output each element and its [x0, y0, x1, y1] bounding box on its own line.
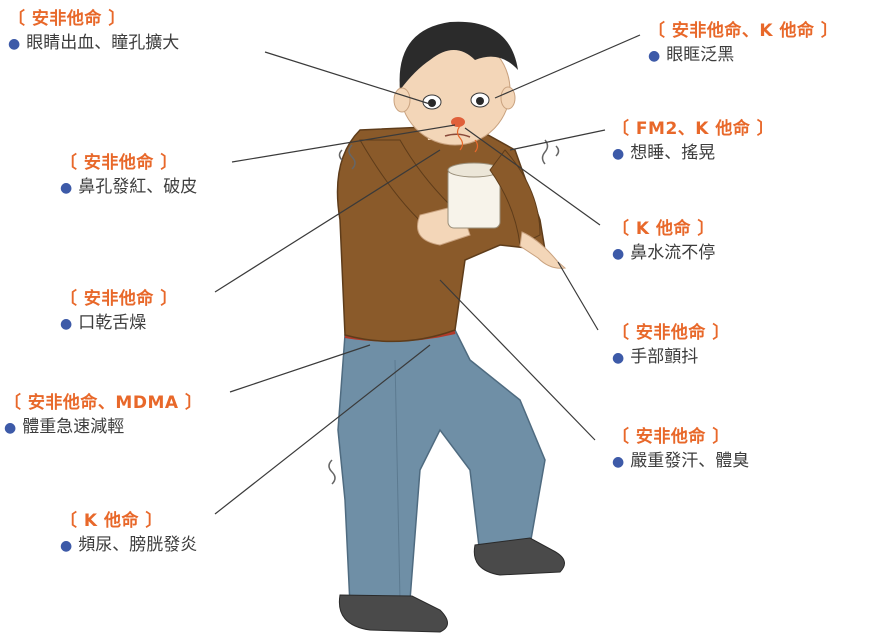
symptom-text: 眼眶泛黑 [666, 45, 735, 65]
leader-tremor [557, 261, 599, 331]
symptom-text: 鼻孔發紅、破皮 [78, 177, 198, 197]
leader-bladder [214, 344, 431, 515]
leader-sleepy [509, 129, 606, 151]
callout-eyes: 〔 安非他命 〕 ● 眼睛出血、瞳孔擴大 [8, 8, 179, 57]
drug-label: 〔 安非他命 〕 [60, 153, 178, 173]
shake-marks-right [541, 139, 560, 165]
hair [399, 21, 518, 90]
symptom-text: 想睡、搖晃 [630, 143, 716, 163]
callout-sleepy: 〔 FM2、K 他命 〕 ● 想睡、搖晃 [612, 118, 774, 167]
leader-runny-nose [464, 127, 601, 226]
left-shoe [338, 594, 448, 633]
callout-mouth: 〔 安非他命 〕 ● 口乾舌燥 [60, 288, 178, 337]
shake-marks-left [338, 144, 356, 170]
callout-weight: 〔 安非他命、MDMA 〕 ● 體重急速減輕 [4, 392, 202, 441]
leader-mouth [214, 149, 441, 293]
drug-label: 〔 FM2、K 他命 〕 [612, 119, 775, 139]
bullet-icon: ● [612, 454, 625, 470]
bullet-icon: ● [612, 246, 625, 262]
callout-sweating: 〔 安非他命 〕 ● 嚴重發汗、體臭 [612, 426, 749, 475]
symptom-text: 體重急速減輕 [22, 417, 125, 437]
shake-marks-leg [328, 459, 336, 485]
drug-label: 〔 安非他命 〕 [612, 323, 730, 343]
bullet-icon: ● [60, 538, 73, 554]
leader-nostrils [231, 124, 456, 163]
right-hand [519, 231, 567, 269]
callout-bladder: 〔 K 他命 〕 ● 頻尿、膀胱發炎 [60, 510, 197, 559]
callout-runny-nose: 〔 K 他命 〕 ● 鼻水流不停 [612, 218, 715, 267]
drug-label: 〔 安非他命、MDMA 〕 [4, 393, 203, 413]
drug-label: 〔 安非他命 〕 [612, 427, 730, 447]
bullet-icon: ● [4, 420, 17, 436]
symptom-text: 鼻水流不停 [630, 243, 716, 263]
drug-label: 〔 安非他命 〕 [8, 9, 126, 29]
drug-label: 〔 安非他命 〕 [60, 289, 178, 309]
symptom-text: 頻尿、膀胱發炎 [78, 535, 198, 555]
bullet-icon: ● [60, 316, 73, 332]
drug-label: 〔 K 他命 〕 [612, 219, 715, 239]
symptom-text: 嚴重發汗、體臭 [630, 451, 750, 471]
bullet-icon: ● [612, 350, 625, 366]
leader-eyes [264, 51, 431, 105]
bullet-icon: ● [648, 48, 661, 64]
leader-sweating [439, 279, 596, 441]
callout-tremor: 〔 安非他命 〕 ● 手部顫抖 [612, 322, 730, 371]
leader-weight [229, 344, 371, 393]
drug-label: 〔 安非他命、K 他命 〕 [648, 21, 839, 41]
drug-label: 〔 K 他命 〕 [60, 511, 163, 531]
bullet-icon: ● [612, 146, 625, 162]
symptom-text: 眼睛出血、瞳孔擴大 [26, 33, 180, 53]
bullet-icon: ● [8, 36, 21, 52]
leader-lines [214, 34, 641, 515]
jeans [337, 329, 546, 606]
bullet-icon: ● [60, 180, 73, 196]
callout-nostrils: 〔 安非他命 〕 ● 鼻孔發紅、破皮 [60, 152, 197, 201]
leader-dark-circles [494, 34, 641, 99]
callout-dark-circles: 〔 安非他命、K 他命 〕 ● 眼眶泛黑 [648, 20, 838, 69]
symptom-text: 手部顫抖 [630, 347, 699, 367]
symptom-text: 口乾舌燥 [78, 313, 147, 333]
right-shoe [473, 537, 565, 576]
